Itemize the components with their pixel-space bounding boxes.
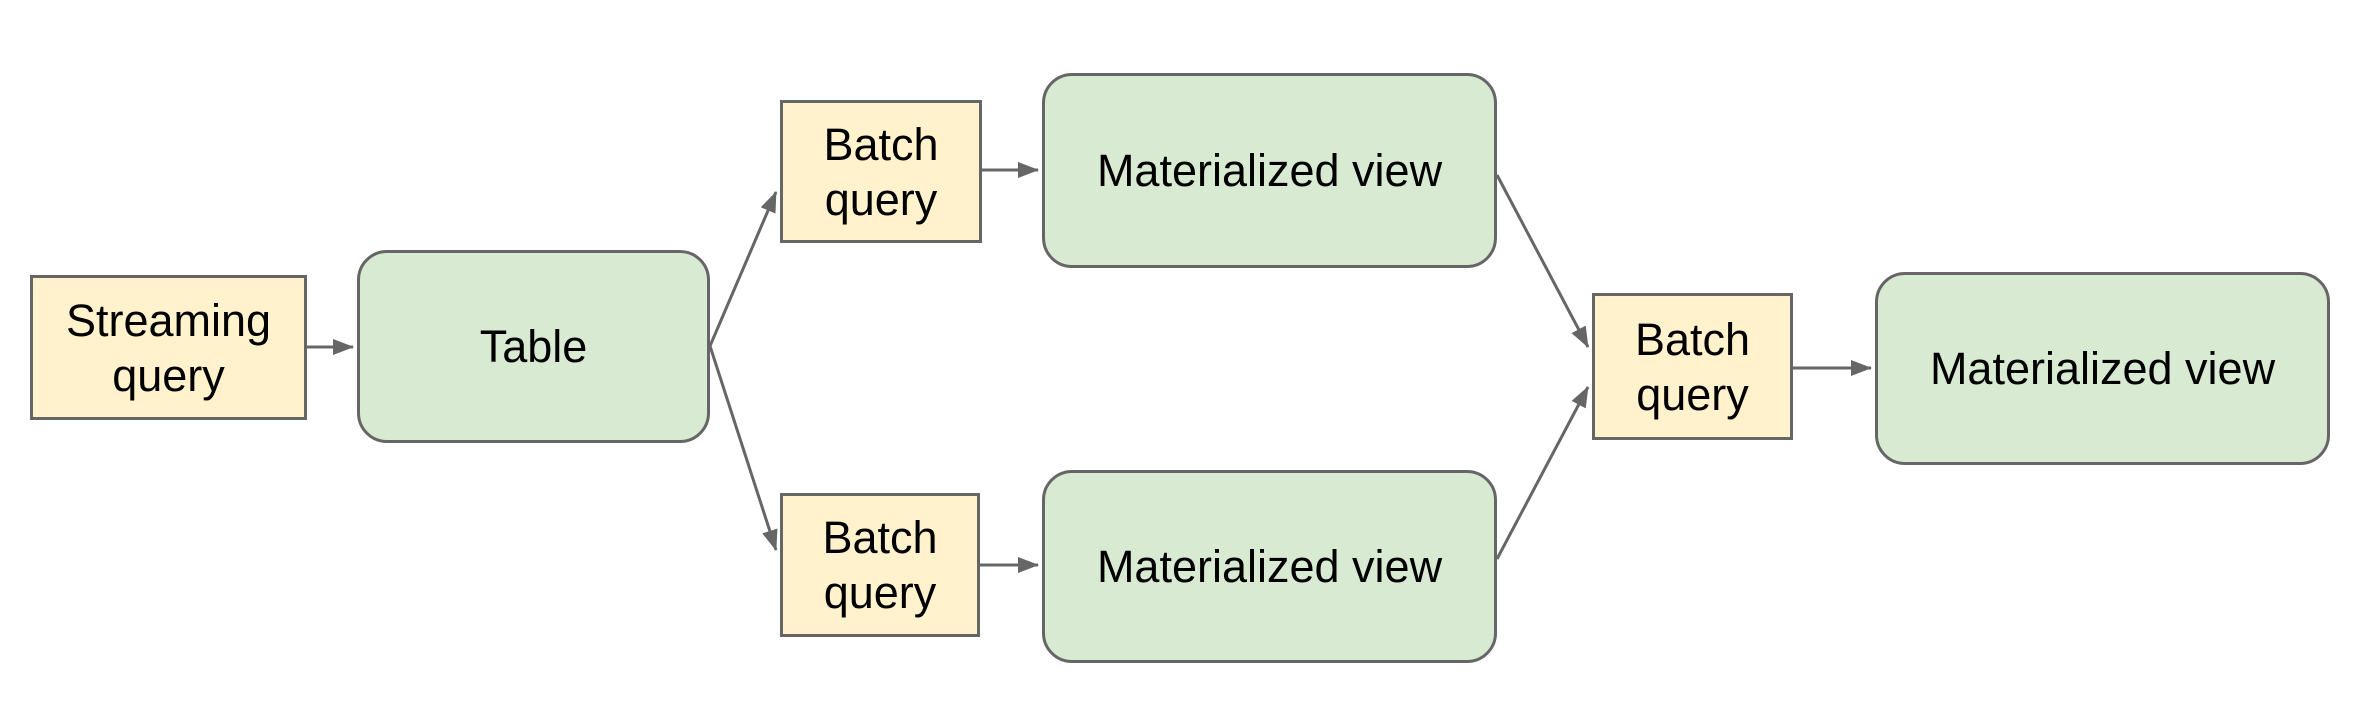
node-batch-query-bottom-label: Batch query	[822, 512, 938, 618]
node-table: Table	[357, 250, 710, 443]
node-materialized-view-bottom-label: Materialized view	[1096, 541, 1443, 592]
node-streaming-query: Streaming query	[30, 275, 307, 420]
node-materialized-view-final-label: Materialized view	[1929, 343, 2276, 394]
node-materialized-view-top: Materialized view	[1042, 73, 1497, 268]
node-batch-query-bottom: Batch query	[780, 493, 980, 637]
arrow-table-to-batch-top	[708, 191, 778, 347]
node-streaming-query-label: Streaming query	[65, 294, 272, 401]
node-table-label: Table	[479, 321, 588, 372]
node-materialized-view-final: Materialized view	[1875, 272, 2330, 465]
node-batch-query-final-label: Batch query	[1634, 313, 1751, 420]
node-batch-query-top-label: Batch query	[823, 118, 939, 225]
node-materialized-view-bottom: Materialized view	[1042, 470, 1497, 663]
arrow-view-top-to-batch-final	[1495, 174, 1590, 348]
node-materialized-view-top-label: Materialized view	[1096, 145, 1443, 196]
node-batch-query-top: Batch query	[780, 100, 982, 243]
arrow-table-to-batch-bottom	[708, 345, 778, 551]
arrow-view-bottom-to-batch-final	[1495, 386, 1590, 560]
node-batch-query-final: Batch query	[1592, 293, 1793, 440]
